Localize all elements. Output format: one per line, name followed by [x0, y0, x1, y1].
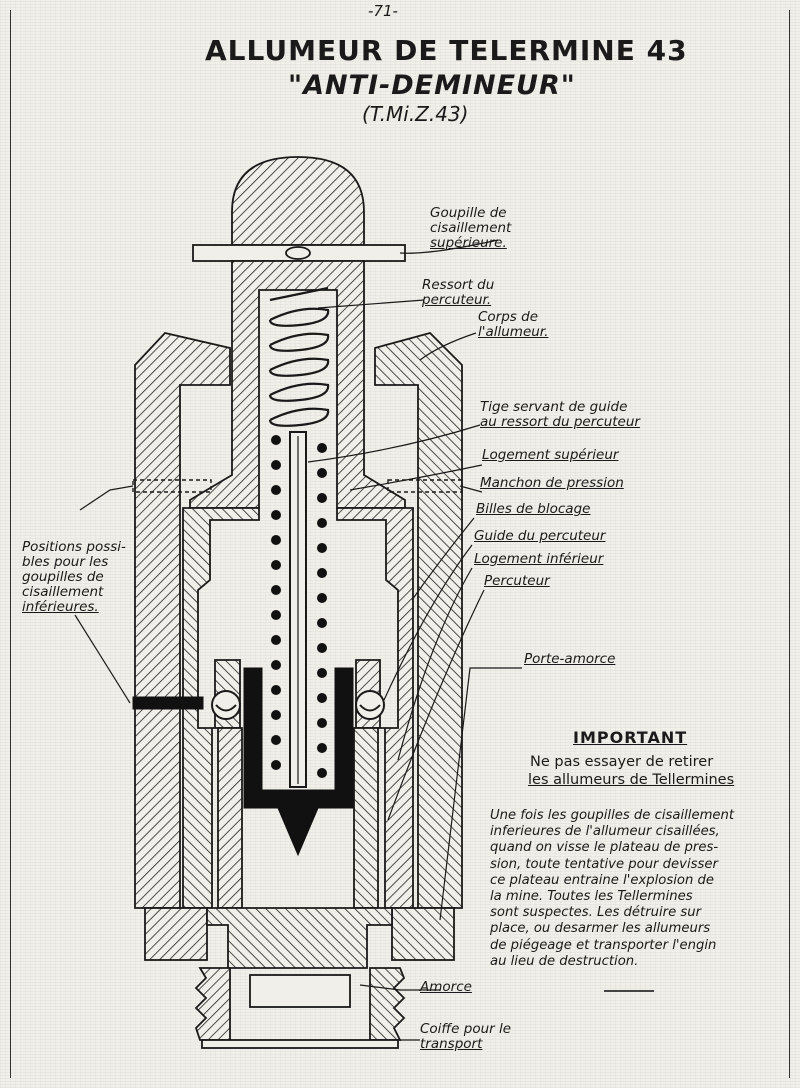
outer-wall-left — [134, 332, 231, 909]
primer-holder — [206, 907, 393, 969]
title-line-3: (T.Mi.Z.43) — [362, 102, 469, 126]
transport-cap — [201, 1039, 399, 1049]
page-number: -71- — [368, 2, 398, 20]
spring-coil-dots — [271, 435, 327, 778]
lower-shear-pin-black — [132, 696, 204, 710]
label-locking-balls: Billes de blocage — [476, 501, 591, 517]
important-heading: IMPORTANT — [573, 728, 688, 747]
label-primer: Amorce — [420, 979, 472, 995]
title-line-2: "ANTI-DEMINEUR" — [288, 70, 576, 101]
label-transport-cap: Coiffe pour le transport — [420, 1021, 512, 1052]
label-lower-pin-positions: Positions possi- bles pour les goupilles… — [22, 539, 126, 615]
base-block-left — [144, 907, 208, 961]
leader-lines — [74, 239, 522, 1041]
striker-spring — [268, 286, 330, 427]
label-pressure-sleeve: Manchon de pression — [480, 475, 624, 491]
title-line-1: ALLUMEUR DE TELERMINE 43 — [205, 34, 688, 67]
warning-line-1: Ne pas essayer de retirer — [530, 754, 714, 770]
striker-body — [243, 667, 354, 857]
important-notice-text: Une fois les goupilles de cisaillement i… — [490, 808, 735, 969]
label-primer-holder: Porte-amorce — [524, 651, 616, 667]
label-upper-housing: Logement supérieur — [482, 447, 619, 463]
label-upper-shear-pin: Goupille de cisaillement supérieure. — [430, 205, 512, 251]
label-lower-housing: Logement inférieur — [474, 551, 604, 567]
igniter-body-neck — [189, 260, 406, 509]
label-striker-spring: Ressort du percuteur. — [422, 277, 495, 308]
label-igniter-body: Corps de l'allumeur. — [478, 309, 549, 340]
locking-balls — [211, 690, 385, 720]
base-block-right — [391, 907, 455, 961]
warning-line-2: les allumeurs de Tellermines — [528, 772, 735, 788]
striker-guide-right — [353, 727, 379, 909]
striker-guide-left — [217, 727, 243, 909]
thread-right — [369, 967, 406, 1041]
label-guide-rod: Tige servant de guide au ressort du perc… — [480, 399, 640, 430]
thread-left — [194, 967, 231, 1041]
bottom-rule — [604, 990, 654, 992]
page-frame — [10, 10, 790, 1078]
label-striker: Percuteur — [484, 573, 550, 589]
primer — [249, 974, 351, 1008]
dome-cap — [231, 156, 365, 246]
label-striker-guide: Guide du percuteur — [474, 528, 606, 544]
